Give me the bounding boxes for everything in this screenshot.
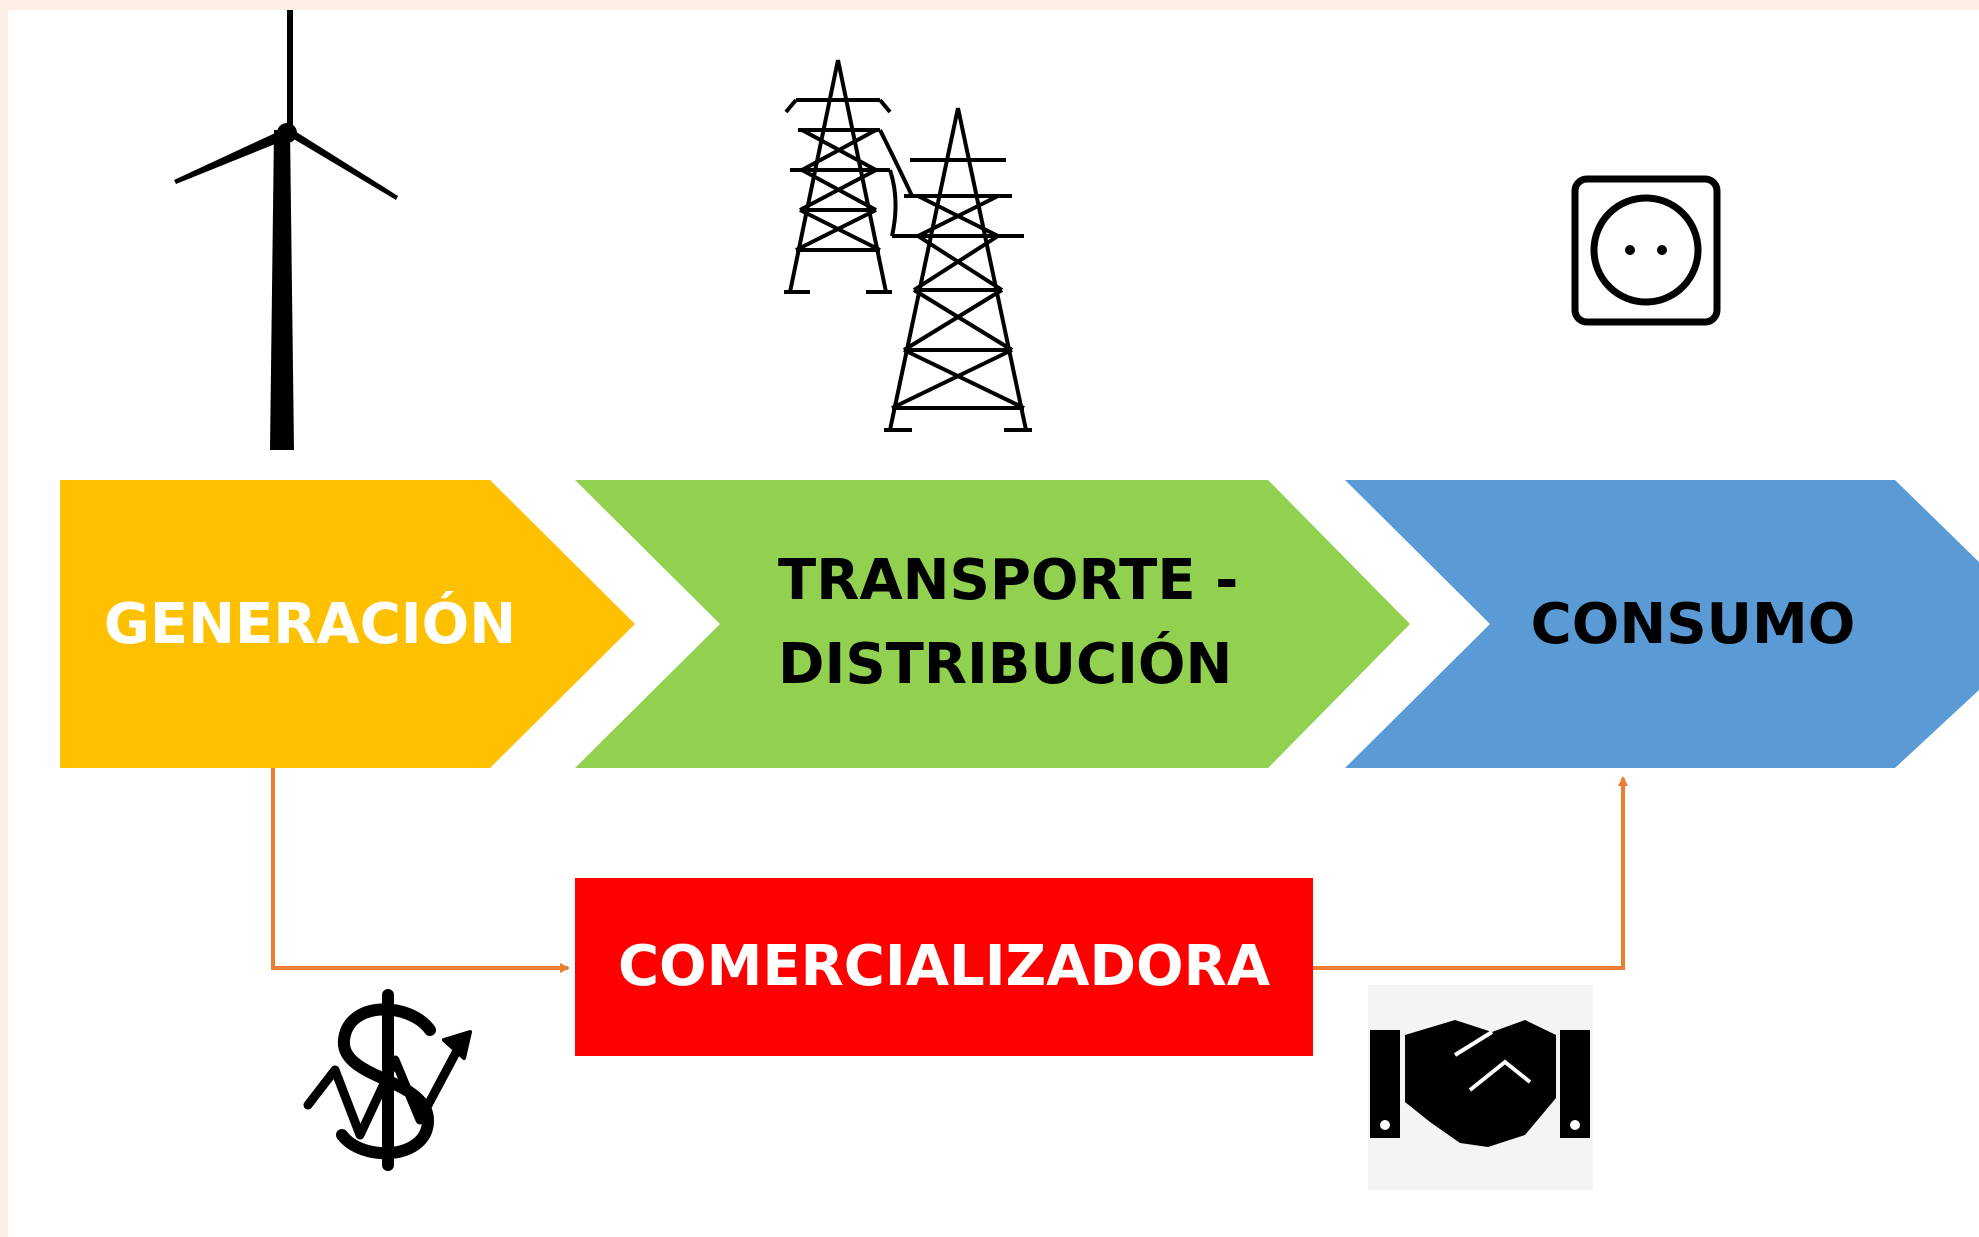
- handshake-icon: [1368, 985, 1593, 1190]
- connector-comercializadora-to-consumo: [1313, 776, 1628, 970]
- stage-generacion: GENERACIÓN: [60, 480, 635, 768]
- power-tower-icon: [784, 59, 1032, 432]
- comercializadora-box: COMERCIALIZADORA: [575, 878, 1313, 1056]
- stage-generacion-label: GENERACIÓN: [104, 592, 516, 657]
- stage-transporte-label-line2: DISTRIBUCIÓN: [778, 632, 1232, 697]
- comercializadora-label: COMERCIALIZADORA: [618, 934, 1271, 999]
- stage-transporte-distribucion: TRANSPORTE - DISTRIBUCIÓN: [575, 480, 1410, 768]
- connector-generacion-to-comercializadora: [271, 768, 570, 973]
- stage-transporte-label-line1: TRANSPORTE -: [778, 548, 1238, 613]
- stage-consumo-label: CONSUMO: [1531, 592, 1856, 657]
- wind-turbine-icon: [174, 10, 398, 450]
- power-outlet-icon: [1571, 175, 1721, 326]
- dollar-market-icon: [303, 989, 472, 1171]
- stage-consumo: CONSUMO: [1345, 480, 1979, 768]
